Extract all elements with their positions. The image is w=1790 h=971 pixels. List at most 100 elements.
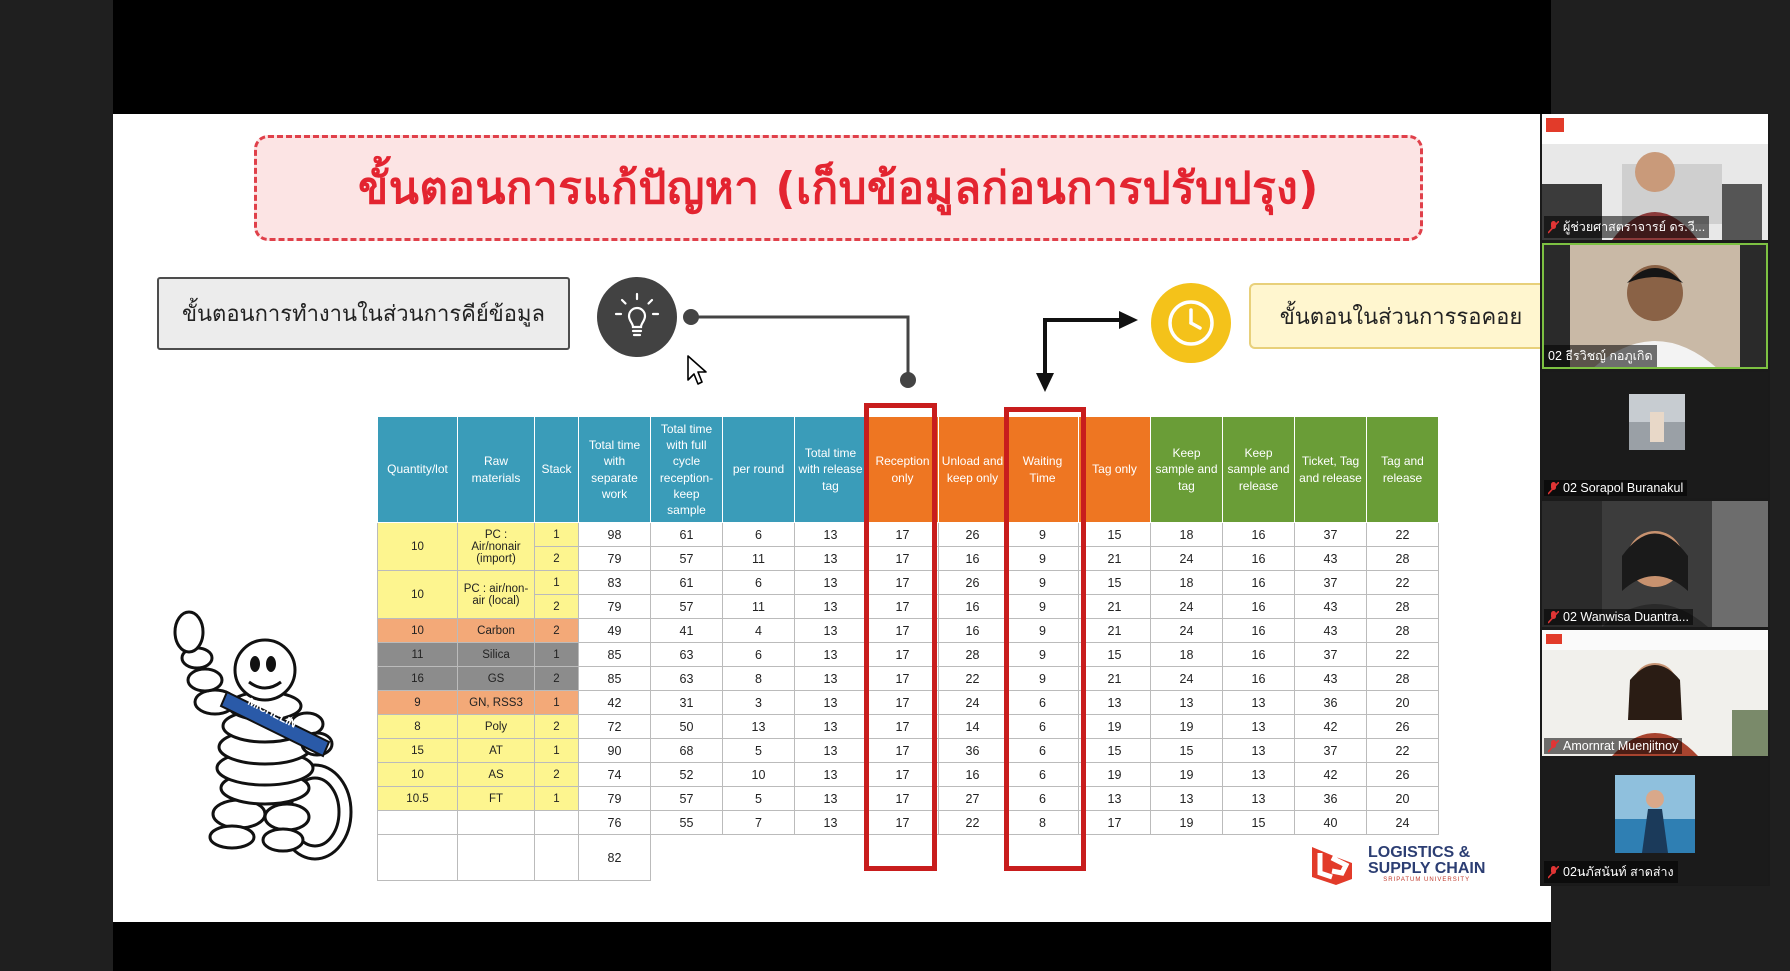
material-cell: AT [457, 738, 535, 763]
value-cell: 24 [1150, 666, 1223, 691]
stack-cell: 1 [534, 522, 579, 547]
value-cell: 42 [1294, 714, 1367, 739]
material-cell: Carbon [457, 618, 535, 643]
value-cell: 16 [1222, 546, 1295, 571]
participant-name: 02 Sorapol Buranakul [1563, 481, 1684, 495]
value-cell: 79 [578, 786, 651, 811]
value-cell: 26 [938, 522, 1007, 547]
value-cell: 17 [866, 570, 939, 595]
value-cell: 13 [794, 666, 867, 691]
participant-tile[interactable]: 02 Sorapol Buranakul [1542, 372, 1768, 498]
value-cell: 90 [578, 738, 651, 763]
value-cell: 37 [1294, 570, 1367, 595]
value-cell: 26 [1366, 762, 1439, 787]
value-cell: 17 [866, 738, 939, 763]
participant-tile[interactable]: 02นภัสนันท์ สาดส่าง [1542, 759, 1768, 885]
participant-tile-active-speaker[interactable]: 02 ธีรวิชญ์ กอภูเกิด [1542, 243, 1768, 369]
value-cell: 13 [1078, 786, 1151, 811]
column-header: Raw materials [457, 416, 535, 523]
quantity-cell: 11 [377, 642, 458, 667]
blank-cell [534, 810, 579, 835]
value-cell: 26 [1366, 714, 1439, 739]
value-cell: 16 [938, 546, 1007, 571]
connector-arrows [683, 309, 1138, 392]
column-header: Keep sample and release [1222, 416, 1295, 523]
quantity-cell: 10 [377, 618, 458, 643]
value-cell: 21 [1078, 546, 1151, 571]
value-cell: 61 [650, 522, 723, 547]
value-cell: 13 [794, 714, 867, 739]
clock-icon [1151, 283, 1231, 363]
value-cell: 21 [1078, 666, 1151, 691]
column-header: Total time with full cycle reception-kee… [650, 416, 723, 523]
value-cell: 18 [1150, 570, 1223, 595]
quantity-cell: 10 [377, 570, 458, 619]
value-cell: 20 [1366, 690, 1439, 715]
value-cell: 31 [650, 690, 723, 715]
participant-tile[interactable]: Amornrat Muenjitnoy [1542, 630, 1768, 756]
mic-off-icon [1547, 609, 1560, 624]
value-cell: 37 [1294, 522, 1367, 547]
value-cell: 52 [650, 762, 723, 787]
avatar [1542, 372, 1768, 498]
value-cell: 17 [866, 690, 939, 715]
value-cell: 13 [1222, 786, 1295, 811]
lightbulb-icon [597, 277, 677, 357]
value-cell: 19 [1078, 714, 1151, 739]
material-cell: PC : air/non-air (local) [457, 570, 535, 619]
ls-badge-icon [1312, 847, 1352, 885]
blank-cell [377, 834, 458, 881]
value-cell: 3 [722, 690, 795, 715]
value-cell: 16 [938, 618, 1007, 643]
column-header: Total time with separate work [578, 416, 651, 523]
value-cell: 43 [1294, 666, 1367, 691]
value-cell: 11 [722, 594, 795, 619]
value-cell: 17 [866, 666, 939, 691]
value-cell: 15 [1150, 738, 1223, 763]
value-cell: 24 [1150, 618, 1223, 643]
value-cell: 16 [938, 594, 1007, 619]
stack-cell: 2 [534, 594, 579, 619]
value-cell: 37 [1294, 738, 1367, 763]
value-cell: 13 [794, 762, 867, 787]
logistics-logo: LOGISTICS & SUPPLY CHAIN SRIPATUM UNIVER… [1306, 839, 1485, 889]
participant-name: 02นภัสนันท์ สาดส่าง [1563, 865, 1674, 879]
value-cell: 22 [1366, 738, 1439, 763]
value-cell: 13 [1222, 762, 1295, 787]
value-cell: 36 [1294, 690, 1367, 715]
value-cell: 19 [1078, 762, 1151, 787]
value-cell: 6 [722, 522, 795, 547]
value-cell: 74 [578, 762, 651, 787]
participant-tile[interactable]: ผู้ช่วยศาสตราจารย์ ดร.วี... [1542, 114, 1768, 240]
stack-cell: 2 [534, 618, 579, 643]
value-cell: 24 [1150, 594, 1223, 619]
total-cell: 7 [722, 810, 795, 835]
stack-cell: 2 [534, 714, 579, 739]
material-cell: Poly [457, 714, 535, 739]
value-cell: 43 [1294, 546, 1367, 571]
value-cell: 17 [866, 642, 939, 667]
value-cell: 9 [1006, 594, 1079, 619]
value-cell: 68 [650, 738, 723, 763]
value-cell: 4 [722, 618, 795, 643]
value-cell: 15 [1078, 570, 1151, 595]
value-cell: 27 [938, 786, 1007, 811]
value-cell: 13 [1150, 786, 1223, 811]
value-cell: 63 [650, 666, 723, 691]
participant-tile[interactable]: 02 Wanwisa Duantra... [1542, 501, 1768, 627]
quantity-cell: 10.5 [377, 786, 458, 811]
mic-off-icon [1547, 864, 1560, 879]
participant-name: 02 Wanwisa Duantra... [1563, 610, 1689, 624]
value-cell: 17 [866, 546, 939, 571]
value-cell: 13 [794, 546, 867, 571]
value-cell: 72 [578, 714, 651, 739]
value-cell: 16 [1222, 570, 1295, 595]
value-cell: 13 [794, 786, 867, 811]
